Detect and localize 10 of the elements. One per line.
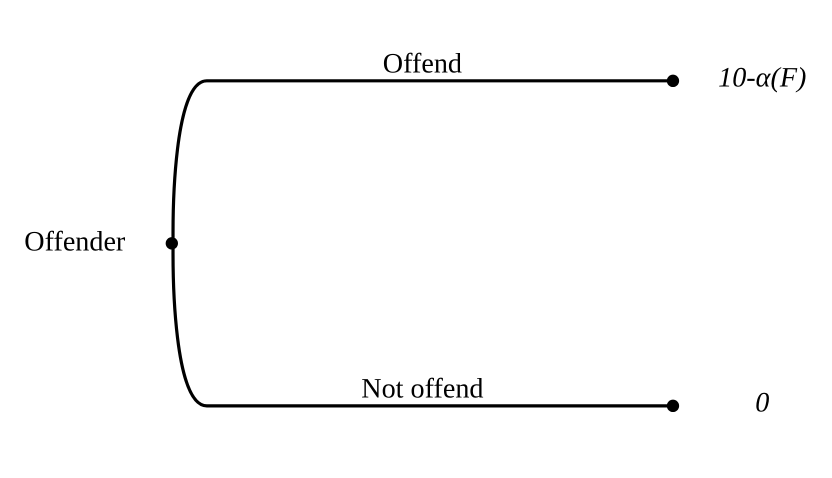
node-circle [166,236,178,249]
node-label: 0 [755,387,770,418]
edge-label: Not offend [361,373,484,404]
connector [171,248,668,407]
node-circle [666,399,680,412]
node-circle [666,74,680,86]
node-label: Offender [24,226,126,258]
node-label: 10-α(F) [718,62,806,94]
connector [171,78,668,238]
edge-label: Offend [382,48,462,80]
